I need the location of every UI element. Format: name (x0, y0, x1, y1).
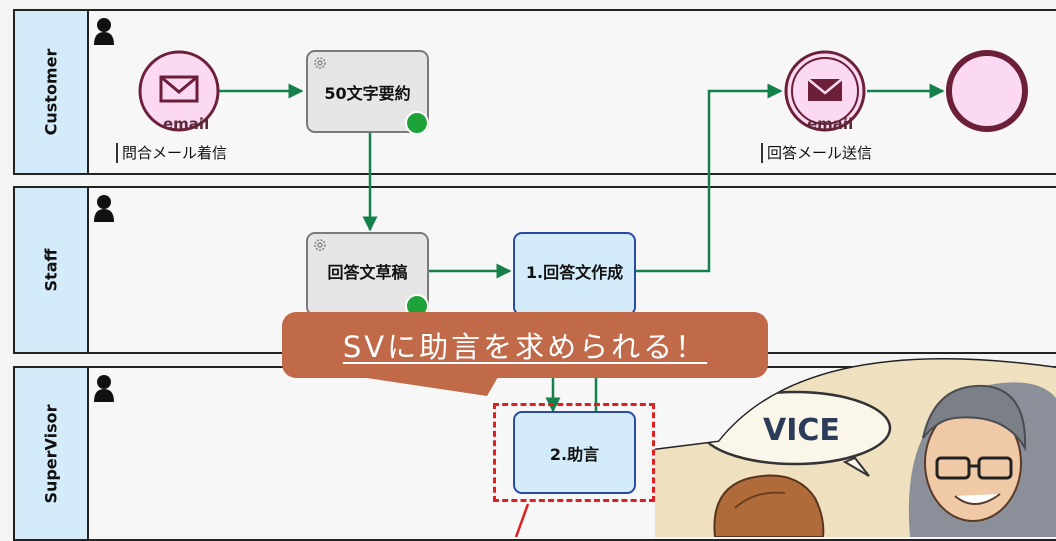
send-email-label: email (807, 115, 854, 133)
envelope-icon (159, 75, 199, 103)
end-event (946, 50, 1028, 132)
advice-highlight-box (493, 403, 655, 502)
send-event-label: 回答メール送信 (761, 143, 872, 163)
task-advice[interactable]: 2.助言 (513, 411, 636, 494)
task-draft[interactable]: 回答文草稿 (306, 232, 429, 318)
flow-compose-to-send (636, 83, 783, 273)
gear-icon (314, 239, 326, 251)
lane-header-supervisor: SuperVisor (15, 368, 89, 539)
start-event-label: 問合メール着信 (116, 143, 227, 163)
task-summary-label: 50文字要約 (324, 83, 411, 103)
callout-text: SVに助言を求められる！ (342, 330, 708, 364)
speech-bubble-text: VICE (763, 413, 840, 448)
task-summary[interactable]: 50文字要約 (306, 50, 429, 135)
task-advice-label: 2.助言 (549, 444, 600, 464)
red-pointer-line (514, 503, 530, 537)
lane-header-staff: Staff (15, 188, 89, 352)
start-event (138, 50, 220, 132)
send-event (784, 50, 866, 132)
advisor-illustration: VICE (655, 358, 1056, 537)
task-compose-label: 1.回答文作成 (525, 263, 624, 282)
lane-header-customer: Customer (15, 11, 89, 173)
person-icon (94, 195, 114, 222)
person-icon (94, 18, 114, 45)
person-icon (94, 375, 114, 402)
callout-banner: SVに助言を求められる！ (282, 312, 768, 378)
start-email-label: email (163, 115, 210, 133)
robot-badge-icon (405, 111, 429, 135)
task-draft-label: 回答文草稿 (327, 263, 408, 282)
gear-icon (314, 57, 326, 69)
